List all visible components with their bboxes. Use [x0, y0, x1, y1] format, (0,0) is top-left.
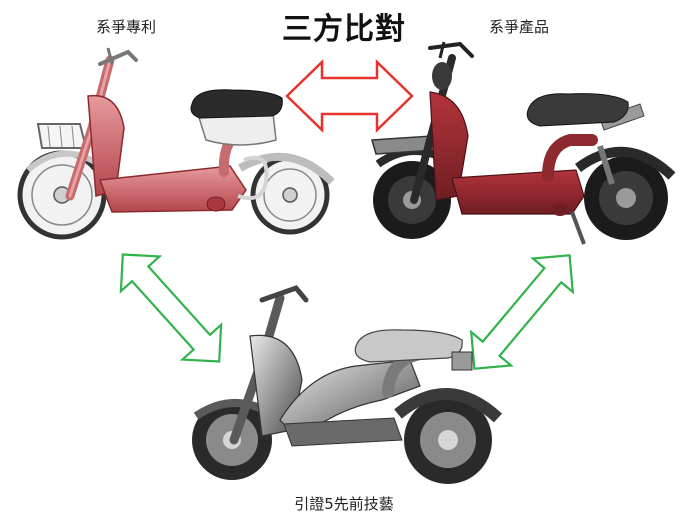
product-scooter-photo	[371, 41, 676, 245]
edge-patent-priorart-arrow	[119, 253, 223, 363]
patent-label: 系爭專利	[96, 18, 157, 36]
product-label: 系爭產品	[489, 18, 550, 36]
edge-product-priorart-arrow	[469, 254, 575, 370]
diagram-title: 三方比對	[282, 12, 406, 47]
patent-scooter-illustration	[17, 47, 335, 240]
prior-art-scooter-render	[192, 285, 503, 484]
prior-art-label: 引證5先前技藝	[294, 495, 394, 513]
edge-patent-product-arrow	[285, 59, 414, 133]
